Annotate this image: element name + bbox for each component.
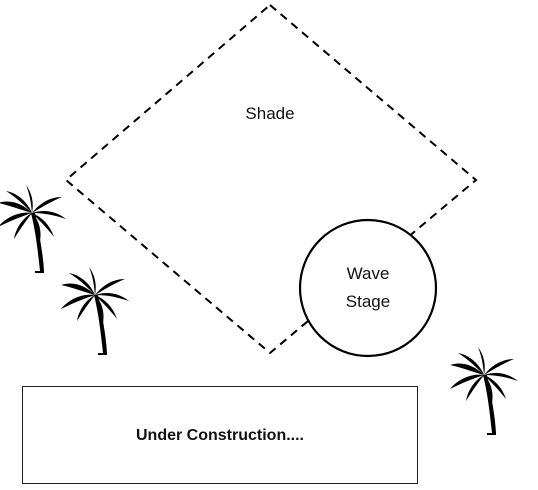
palm-tree-icon [61,267,129,355]
construction-zone: Under Construction.... [22,386,418,484]
wave-stage-label: Wave Stage [318,260,418,316]
shade-area-outline [64,3,478,355]
shade-area-label: Shade [245,104,295,123]
palm-tree-icon [450,347,518,435]
construction-zone-label: Under Construction.... [136,427,304,444]
palm-tree-icon [0,185,66,273]
wave-stage-label-line1: Wave [346,264,390,283]
wave-stage-label-line2: Stage [345,292,391,311]
wave-stage-circle [298,218,438,358]
